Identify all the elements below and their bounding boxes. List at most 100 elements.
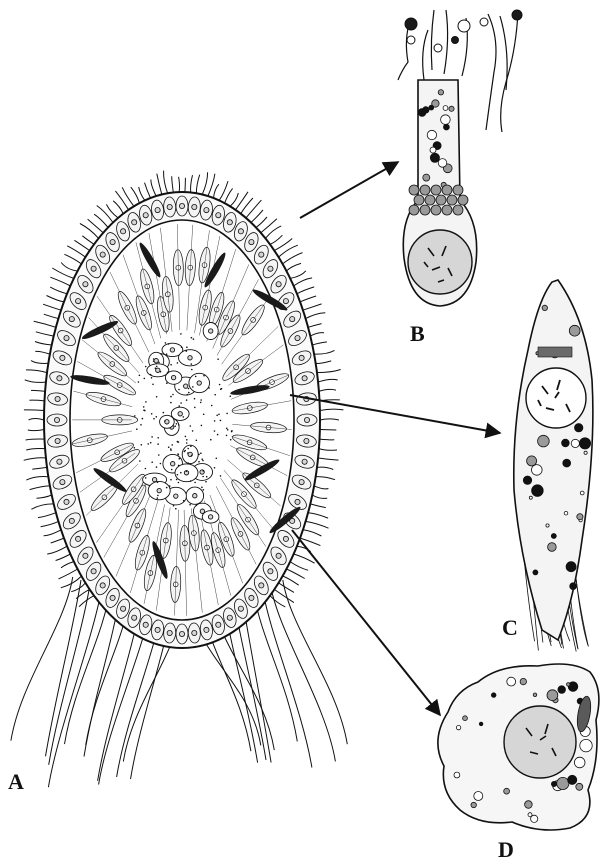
granule — [523, 476, 531, 484]
epithelial-nucleus — [204, 627, 209, 632]
epithelial-nucleus — [83, 282, 88, 287]
granule — [532, 485, 544, 497]
stipple-dot — [200, 402, 202, 404]
cilium — [310, 504, 326, 508]
cilium — [43, 304, 61, 310]
granule — [557, 777, 569, 789]
epithelial-nucleus — [299, 480, 304, 485]
epithelial-nucleus — [167, 630, 172, 635]
stipple-dot — [170, 402, 172, 404]
cilium — [191, 175, 193, 192]
epithelial-nucleus — [302, 376, 307, 381]
stipple-dot — [136, 428, 138, 430]
epithelial-nucleus — [204, 208, 209, 213]
cilium — [97, 206, 113, 223]
granule — [584, 451, 587, 454]
epithelial-nucleus — [121, 229, 126, 234]
core-nucleus — [154, 359, 158, 363]
stipple-dot — [181, 346, 183, 348]
cilium — [172, 176, 174, 192]
cilium — [28, 430, 44, 431]
granule — [579, 438, 590, 449]
long-cilium — [48, 586, 102, 787]
cilium — [320, 430, 336, 431]
epithelial-nucleus — [143, 622, 148, 627]
granule — [525, 801, 533, 809]
stipple-dot — [156, 396, 158, 398]
stipple-dot — [143, 409, 145, 411]
stipple-dot — [202, 460, 204, 462]
epithelial-nucleus — [304, 438, 309, 443]
granule — [474, 792, 483, 801]
stipple-dot — [134, 447, 136, 449]
cilium — [236, 192, 249, 210]
panel-a-larva — [11, 171, 347, 788]
cilium — [47, 296, 65, 302]
granule — [575, 424, 583, 432]
epithelial-nucleus — [54, 417, 59, 422]
granule — [442, 205, 452, 215]
cilium — [314, 486, 328, 489]
granule — [447, 195, 457, 205]
stipple-dot — [151, 377, 153, 379]
epithelial-nucleus — [238, 606, 243, 611]
stipple-dot — [145, 468, 147, 470]
cilium — [94, 214, 108, 227]
stipple-dot — [220, 475, 222, 477]
cilium — [230, 193, 238, 206]
stipple-dot — [230, 395, 232, 397]
epithelial-nucleus — [76, 536, 81, 541]
granule — [491, 693, 496, 698]
stipple-dot — [179, 458, 181, 460]
stipple-dot — [171, 444, 173, 446]
core-nucleus — [171, 375, 175, 379]
stipple-dot — [157, 497, 159, 499]
granule — [420, 185, 430, 195]
stipple-dot — [178, 389, 180, 391]
epithelial-nucleus — [155, 208, 160, 213]
stipple-dot — [147, 443, 149, 445]
c-dark-band — [538, 347, 572, 357]
stipple-dot — [145, 401, 147, 403]
cilium — [320, 439, 335, 440]
cilium — [51, 538, 64, 543]
stipple-dot — [217, 358, 219, 360]
stipple-dot — [169, 485, 171, 487]
epithelial-nucleus — [276, 553, 281, 558]
granule — [430, 153, 439, 162]
cilium — [306, 521, 329, 528]
stipple-dot — [193, 338, 195, 340]
epithelial-nucleus — [143, 213, 148, 218]
granule — [409, 205, 419, 215]
stipple-dot — [138, 381, 140, 383]
cilium — [157, 174, 162, 195]
stipple-dot — [158, 362, 160, 364]
panel-label-d: D — [498, 839, 514, 861]
epithelial-nucleus — [290, 317, 295, 322]
granule — [538, 435, 550, 447]
stipple-dot — [185, 436, 187, 438]
stipple-dot — [201, 487, 203, 489]
panel-c-cell — [514, 280, 593, 652]
cilium — [61, 562, 74, 568]
granule — [442, 185, 452, 195]
stipple-dot — [210, 439, 212, 441]
epithelial-nucleus — [100, 583, 105, 588]
cilium — [256, 217, 267, 228]
stipple-dot — [176, 479, 178, 481]
stipple-dot — [180, 402, 182, 404]
cilium — [26, 439, 45, 440]
stipple-dot — [153, 418, 155, 420]
stipple-dot — [170, 364, 172, 366]
long-cilium — [11, 577, 73, 741]
core-nucleus — [157, 488, 161, 492]
stipple-dot — [192, 430, 194, 432]
cilium — [56, 554, 71, 561]
stipple-dot — [176, 423, 178, 425]
cilium — [270, 235, 282, 244]
stipple-dot — [190, 446, 192, 448]
cilium — [26, 448, 45, 450]
stipple-dot — [227, 429, 229, 431]
granule — [580, 491, 584, 495]
stipple-dot — [190, 480, 192, 482]
